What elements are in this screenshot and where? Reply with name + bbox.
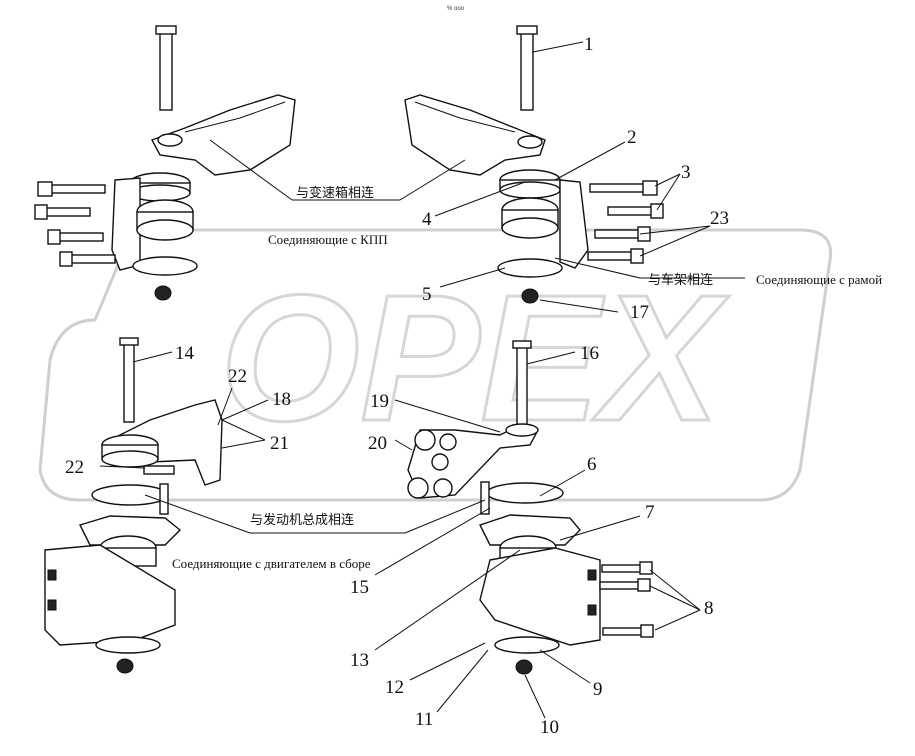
callout-2: 2	[627, 127, 637, 148]
callout-numbers: 1 2 3 4 5 6 7 8 9 10 11 12 13 14 15 16 1…	[65, 34, 729, 738]
callout-4: 4	[422, 209, 432, 230]
watermark-text: OPEX	[220, 258, 730, 459]
watermark: OPEX	[38, 228, 833, 502]
callout-12: 12	[385, 677, 404, 698]
caption-gearbox-ru: Соединяющие с КПП	[268, 232, 388, 247]
callout-19: 19	[370, 391, 389, 412]
callout-11: 11	[415, 709, 433, 730]
leader-lines	[99, 41, 745, 719]
callout-22-lower: 22	[65, 457, 84, 478]
caption-frame-cn: 与车架相连	[648, 272, 713, 287]
callout-17: 17	[630, 302, 649, 323]
callout-14: 14	[175, 343, 195, 364]
lower-right-assembly	[407, 340, 654, 675]
caption-engine-ru: Соединяющие с двигателем в сборе	[172, 556, 371, 571]
callout-22-upper: 22	[228, 366, 247, 387]
callout-15: 15	[350, 577, 369, 598]
caption-frame-ru: Соединяющие с рамой	[756, 272, 882, 287]
callout-9: 9	[593, 679, 603, 700]
callout-10: 10	[540, 717, 559, 738]
callout-20: 20	[368, 433, 387, 454]
header-mark: % ooo	[447, 6, 465, 12]
captions: 与变速箱相连 Соединяющие с КПП 与车架相连 Соединяющ…	[172, 185, 882, 571]
upper-right-assembly	[404, 25, 664, 304]
callout-8: 8	[704, 598, 714, 619]
callout-3: 3	[681, 162, 691, 183]
callout-16: 16	[580, 343, 599, 364]
callout-18: 18	[272, 389, 291, 410]
caption-engine-cn: 与发动机总成相连	[250, 512, 354, 527]
callout-5: 5	[422, 284, 432, 305]
callout-21: 21	[270, 433, 289, 454]
callout-7: 7	[645, 502, 655, 523]
callout-1: 1	[584, 34, 594, 55]
callout-6: 6	[587, 454, 597, 475]
callout-23: 23	[710, 208, 729, 229]
caption-gearbox-cn: 与变速箱相连	[296, 185, 374, 200]
lower-left-assembly	[44, 337, 223, 674]
upper-left-assembly	[34, 25, 296, 301]
callout-13: 13	[350, 650, 369, 671]
